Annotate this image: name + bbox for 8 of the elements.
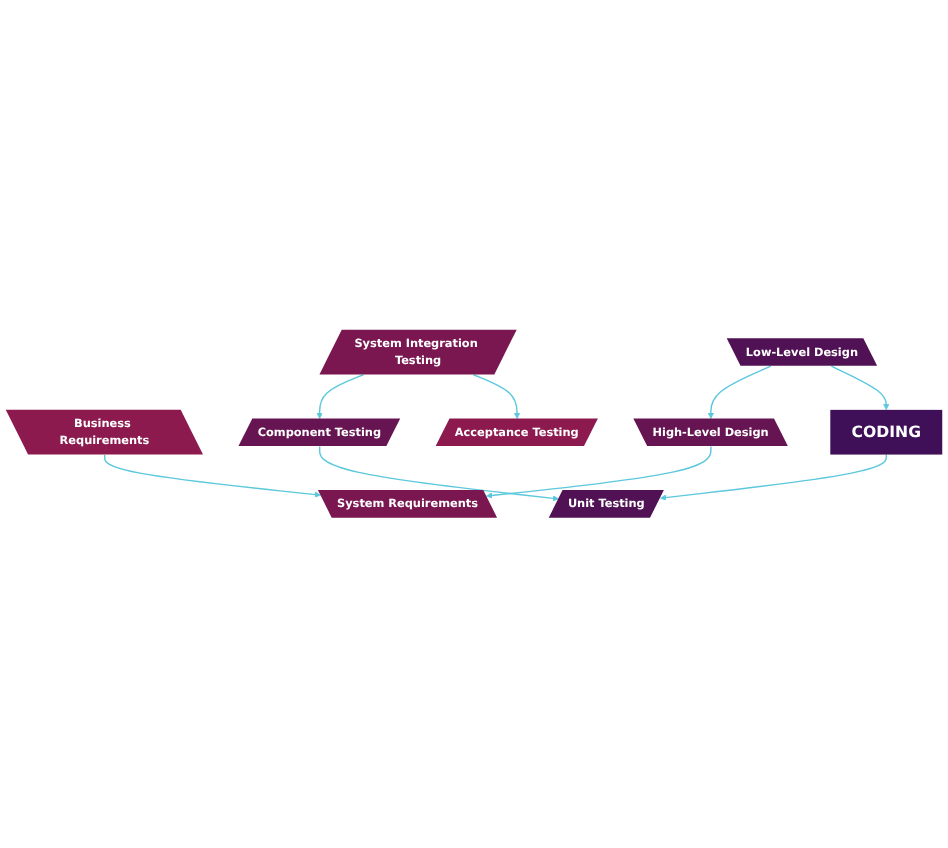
arrow	[830, 365, 890, 411]
arrow	[660, 454, 887, 501]
arrow	[486, 446, 712, 499]
arrow	[316, 374, 365, 420]
arrow	[472, 374, 521, 420]
arrow	[103, 454, 321, 498]
arrow	[707, 365, 772, 420]
arrow	[318, 446, 559, 502]
